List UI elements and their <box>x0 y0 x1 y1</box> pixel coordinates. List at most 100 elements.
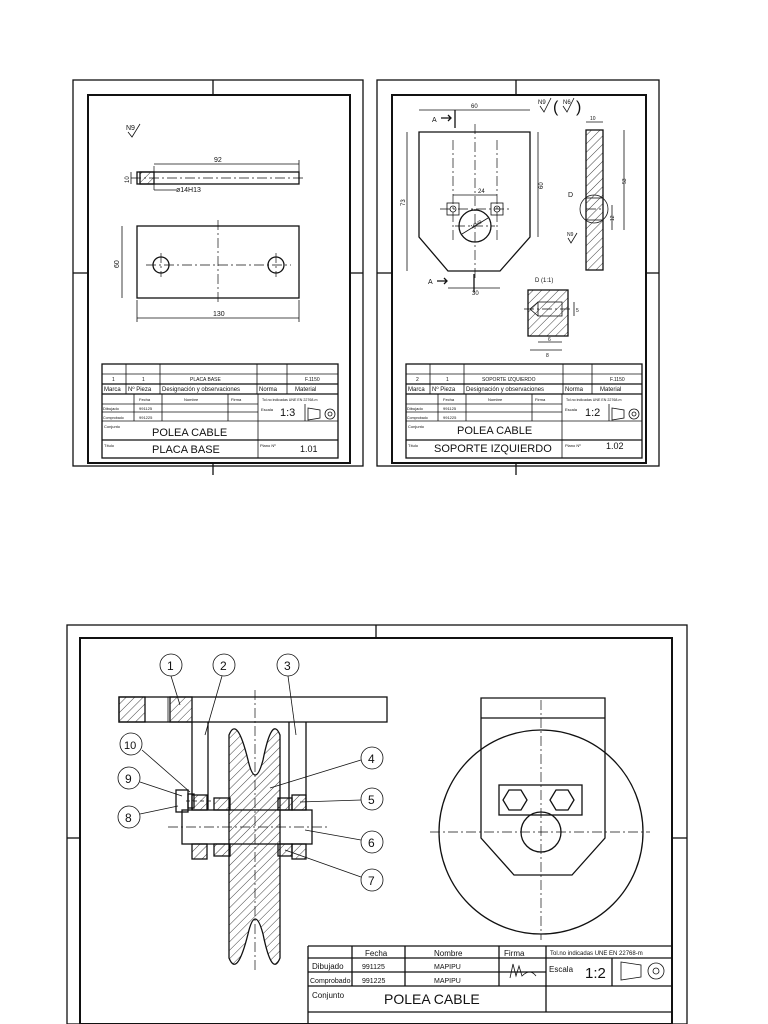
balloon-1: 1 <box>159 653 183 706</box>
hdr-nombre: Nombre <box>488 397 503 402</box>
lbl-comprobado: Comprobado <box>310 978 351 985</box>
lbl-dibujado: Dibujado <box>312 962 344 971</box>
name-dibujado: MAPIPU <box>434 964 461 971</box>
balloon-4: 4 <box>269 746 384 789</box>
drawing-number: 1.01 <box>300 444 318 454</box>
dim-side: 73 <box>401 199 407 206</box>
tolerance-note: Tol.no indicadas UNE EN 22768-m <box>566 398 622 402</box>
lbl-dibujado: Dibujado <box>103 406 120 411</box>
balloon-8: 8 <box>117 805 179 829</box>
svg-text:): ) <box>576 99 581 116</box>
balloon-6: 6 <box>304 829 384 854</box>
dim-hole: ø14H13 <box>176 187 201 194</box>
detail-d-view: D (1:1) 5 6 8 <box>524 278 579 359</box>
svg-text:6: 6 <box>368 836 375 850</box>
row-mark: 1 <box>112 377 115 383</box>
row-designation: PLACA BASE <box>190 377 222 383</box>
dim-130: 130 <box>213 311 225 318</box>
date-dibujado: 991125 <box>362 964 385 971</box>
assembly-name: POLEA CABLE <box>152 427 227 439</box>
date-comprobado: 991225 <box>139 415 153 420</box>
svg-text:9: 9 <box>125 772 132 786</box>
row-material: F.1150 <box>305 377 320 383</box>
hdr-material: Material <box>600 387 621 393</box>
date-comprobado: 991225 <box>362 978 385 985</box>
title-block-1: 1 1 PLACA BASE F.1150 Marca Nº Pieza Des… <box>101 363 339 459</box>
section-mark-top: A <box>432 117 437 124</box>
balloon-5: 5 <box>299 787 384 811</box>
scale-value: 1:3 <box>280 407 295 419</box>
hdr-mark: Marca <box>408 387 425 393</box>
dim-top: 60 <box>471 104 478 110</box>
hdr-material: Material <box>295 387 316 393</box>
svg-text:5: 5 <box>368 793 375 807</box>
hdr-designation: Designación y observaciones <box>162 387 240 393</box>
balloon-2: 2 <box>204 653 236 736</box>
drawing-number: 1.02 <box>606 441 624 451</box>
dim-10: 10 <box>125 176 131 183</box>
dim-thickness: 10 <box>590 116 596 122</box>
dim-m: 5 <box>576 308 579 314</box>
scale-value: 1:2 <box>585 965 606 982</box>
hdr-mark: Marca <box>104 387 121 393</box>
section-mark-bottom: A <box>428 279 433 286</box>
detail-label: D (1:1) <box>535 278 553 284</box>
svg-text:10: 10 <box>124 740 136 752</box>
tolerance-note: Tol.no indicadas UNE EN 22768-m <box>262 398 318 402</box>
dim-h: 53 <box>622 178 628 184</box>
hdr-firma: Firma <box>535 397 546 402</box>
dim-s: 12 <box>610 215 616 221</box>
sheet-placa-base: N9 92 10 ø14H13 60 <box>72 79 364 475</box>
surface-finish-symbol: N9 <box>126 125 135 132</box>
hdr-norm: Norma <box>259 387 278 393</box>
signature <box>509 963 537 979</box>
assembly-side-view <box>430 697 650 940</box>
dim-bottom: 30 <box>472 291 479 297</box>
row-qty: 1 <box>446 377 449 383</box>
title-block-assembly: Fecha Nombre Firma Tol.no indicadas UNE … <box>307 945 672 1024</box>
hdr-nombre: Nombre <box>434 949 463 958</box>
hdr-fecha: Fecha <box>365 949 388 958</box>
hdr-designation: Designación y observaciones <box>466 387 544 393</box>
drawing-title: SOPORTE IZQUIERDO <box>434 443 552 455</box>
svg-text:7: 7 <box>368 874 375 888</box>
drawing-title: PLACA BASE <box>152 444 220 456</box>
hdr-qty: Nº Pieza <box>128 386 152 393</box>
title-block-2: 2 1 SOPORTE IZQUIERDO F.1150 Marca Nº Pi… <box>405 363 643 459</box>
support-front-view: 60 73 60 24 16H9 30 A A <box>401 104 545 297</box>
hdr-firma: Firma <box>504 949 525 958</box>
sheet-assembly: 1 2 3 4 5 6 7 8 9 10 Fecha Nombr <box>66 624 688 1024</box>
row-qty: 1 <box>142 377 145 383</box>
hdr-fecha: Fecha <box>443 397 455 402</box>
svg-text:3: 3 <box>284 659 291 673</box>
detail-mark: D <box>568 192 573 199</box>
projection-symbol-icon <box>307 407 336 421</box>
hdr-qty: Nº Pieza <box>432 386 456 393</box>
lbl-titulo: Título <box>104 443 115 448</box>
hdr-nombre: Nombre <box>184 397 199 402</box>
row-material: F.1150 <box>610 377 625 383</box>
lbl-conjunto: Conjunto <box>408 424 425 429</box>
svg-text:8: 8 <box>125 811 132 825</box>
part-balloons: 1 2 3 4 5 6 7 8 9 10 <box>117 653 384 892</box>
projection-symbol-icon <box>620 961 665 981</box>
lbl-plano: Plano Nº <box>260 443 276 448</box>
row-mark: 2 <box>416 377 419 383</box>
assembly-name: POLEA CABLE <box>457 425 532 437</box>
lbl-conjunto: Conjunto <box>104 424 121 429</box>
lbl-dibujado: Dibujado <box>407 406 424 411</box>
svg-text:1: 1 <box>167 659 174 673</box>
lbl-comprobado: Comprobado <box>103 416 124 420</box>
sheet-soporte-izquierdo: N9 ( N6 ) 60 73 60 24 16H <box>376 79 660 475</box>
assembly-name: POLEA CABLE <box>384 991 480 1007</box>
svg-text:2: 2 <box>220 659 227 673</box>
front-view: 60 130 <box>114 220 300 322</box>
lbl-titulo: Título <box>408 443 419 448</box>
lbl-conjunto: Conjunto <box>312 991 345 1000</box>
dim-inner: 60 <box>539 182 545 189</box>
hdr-norm: Norma <box>565 387 584 393</box>
surface-finish-side: N9 <box>567 232 574 238</box>
scale-value: 1:2 <box>585 407 600 419</box>
lbl-escala: Escala <box>549 965 574 974</box>
